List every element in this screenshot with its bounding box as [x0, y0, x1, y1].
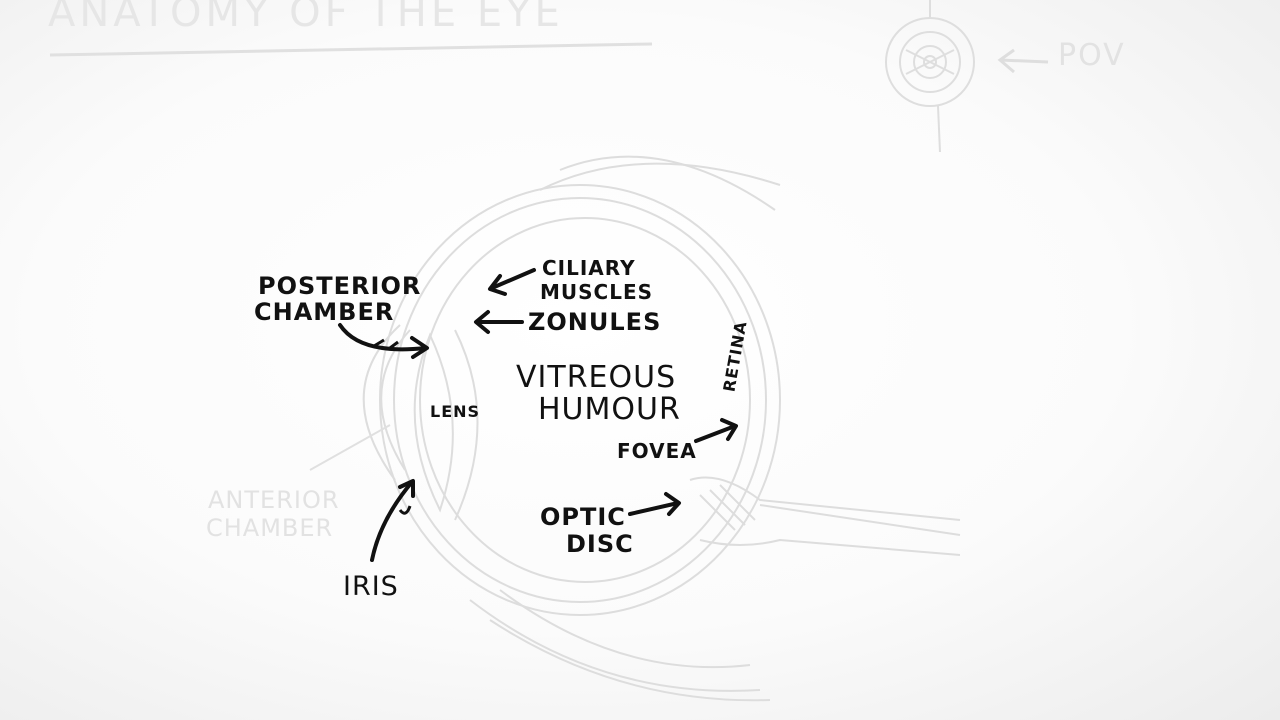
lens-outline — [413, 329, 479, 521]
ciliary-muscles-arrow — [488, 268, 536, 296]
fovea-label: Fovea — [617, 439, 697, 463]
optic-nerve-outline — [689, 476, 961, 556]
vitreous-humour-label-line2: Humour — [538, 392, 681, 427]
posterior-chamber-label-line2: Chamber — [254, 298, 395, 326]
posterior-chamber-arrow — [338, 323, 429, 359]
ink-arrows — [338, 268, 738, 562]
anterior-chamber-arrow — [309, 424, 391, 471]
lens-label: Lens — [430, 402, 481, 421]
ciliary-muscles-label-line2: Muscles — [540, 280, 654, 304]
vitreous-humour-label-line1: Vitreous — [516, 360, 677, 395]
iris-arrow — [370, 479, 415, 562]
ink-marks — [373, 338, 412, 515]
optic-disc-label-line2: Disc — [566, 530, 634, 558]
anterior-chamber-label-line1: Anterior — [208, 486, 340, 514]
pov-label: POV — [1058, 38, 1126, 73]
zonules-label: Zonules — [528, 308, 662, 336]
pov-eye-icon — [885, 0, 975, 153]
page-title: Anatomy of the Eye — [48, 0, 564, 36]
iris-label: Iris — [343, 571, 399, 602]
optic-disc-arrow — [628, 492, 681, 516]
anterior-chamber-label-line2: Chamber — [206, 514, 334, 542]
pov-arrow — [997, 48, 1049, 74]
zonules-arrow — [474, 310, 524, 334]
fovea-arrow — [694, 418, 738, 443]
title-underline — [49, 42, 653, 57]
eyeball-outline — [379, 155, 781, 702]
cornea-outline — [362, 324, 411, 481]
optic-disc-label-line1: Optic — [540, 503, 626, 531]
posterior-chamber-label-line1: Posterior — [258, 272, 422, 300]
ciliary-muscles-label-line1: Ciliary — [542, 256, 636, 280]
